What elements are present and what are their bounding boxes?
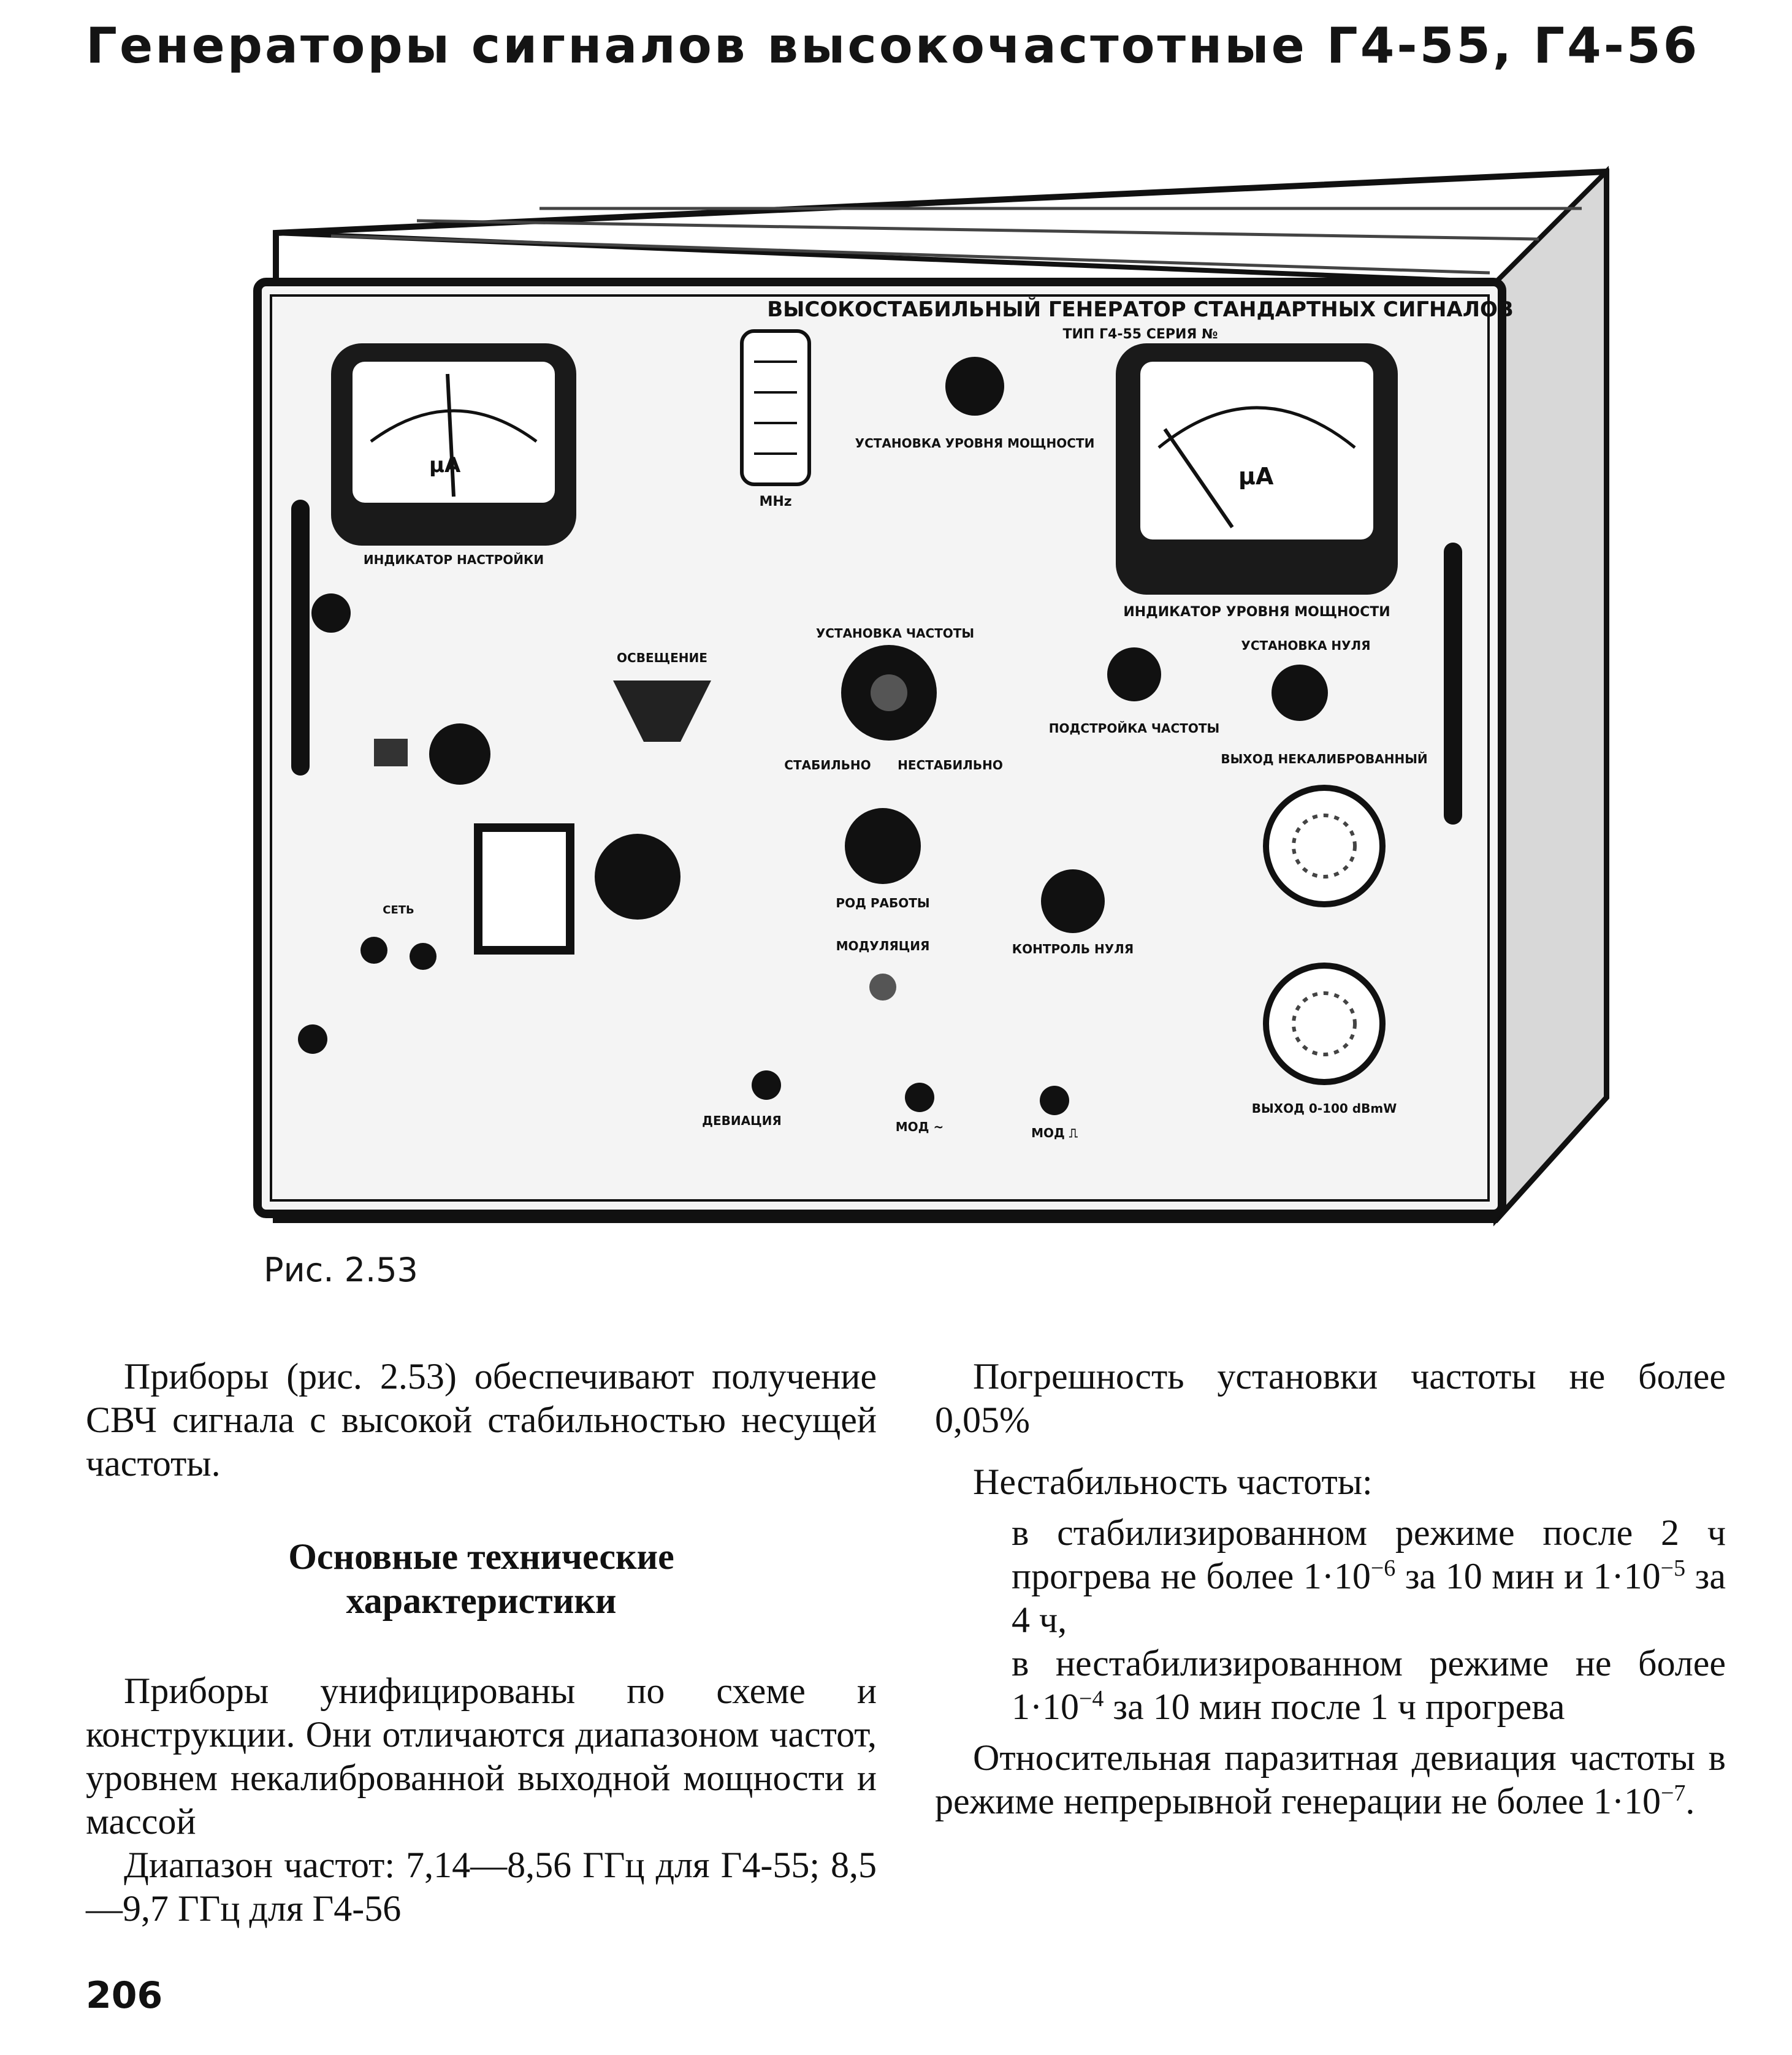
figure-caption: Рис. 2.53	[264, 1251, 418, 1289]
illumination-scale	[613, 681, 711, 742]
range-knob	[429, 723, 490, 785]
panel-header-label: ВЫСОКОСТАБИЛЬНЫЙ ГЕНЕРАТОР СТАНДАРТНЫХ С…	[767, 297, 1514, 322]
tuning-indicator-label: ИНДИКАТОР НАСТРОЙКИ	[364, 552, 544, 567]
unstabilized-mode-item: в нестабилизированном режиме не более 1·…	[1012, 1643, 1726, 1727]
output-label: ВЫХОД 0-100 dBmW	[1252, 1101, 1397, 1116]
power-switch	[410, 943, 437, 970]
deviation-paragraph: Относительная паразитная девиация частот…	[935, 1737, 1726, 1821]
mod-sine-label: МОД ~	[896, 1119, 944, 1134]
zero-control-label: КОНТРОЛЬ НУЛЯ	[1012, 942, 1134, 956]
power-label: СЕТЬ	[383, 904, 414, 917]
scale-knob	[595, 834, 681, 920]
tuning-meter-face	[353, 362, 555, 503]
unstable-label: НЕСТАБИЛЬНО	[898, 758, 1003, 772]
output-dial	[1263, 963, 1386, 1085]
intro-paragraph: Приборы (рис. 2.53) обеспечивают получен…	[86, 1356, 877, 1484]
stable-label: СТАБИЛЬНО	[784, 758, 871, 772]
tuning-meter-needle	[446, 373, 456, 497]
modulation-type-label: РОД РАБОТЫ	[836, 896, 929, 910]
section-heading-line2: характеристики	[346, 1580, 617, 1621]
generator-illustration: ВЫСОКОСТАБИЛЬНЫЙ ГЕНЕРАТОР СТАНДАРТНЫХ С…	[253, 166, 1609, 1227]
frequency-range-paragraph: Диапазон частот: 7,14—8,56 ГГц для Г4-55…	[86, 1845, 877, 1929]
power-level-knob	[945, 357, 1004, 416]
frequency-set-label: УСТАНОВКА ЧАСТОТЫ	[816, 626, 974, 641]
instrument-photo: ВЫСОКОСТАБИЛЬНЫЙ ГЕНЕРАТОР СТАНДАРТНЫХ С…	[233, 166, 1661, 1232]
zero-set-knob	[1272, 665, 1328, 721]
cabinet-side	[1493, 166, 1609, 1227]
power-meter-unit: μA	[1238, 463, 1274, 490]
uncalibrated-output-label: ВЫХОД НЕКАЛИБРОВАННЫЙ	[1221, 752, 1427, 766]
power-level-indicator-label: ИНДИКАТОР УРОВНЯ МОЩНОСТИ	[1123, 604, 1390, 620]
uncalibrated-output-dial	[1263, 785, 1386, 907]
frequency-scale-window	[740, 329, 811, 486]
modulation-type-selector	[845, 808, 921, 884]
ground-terminal	[298, 1024, 327, 1054]
mod-sine-jack	[905, 1083, 934, 1112]
right-column: Погрешность установки частоты не более 0…	[935, 1355, 1726, 1823]
zero-control-knob	[1041, 869, 1105, 933]
unified-paragraph: Приборы унифицированы по схеме и констру…	[86, 1671, 877, 1842]
power-meter-needle	[1163, 428, 1234, 528]
section-heading: Основные технические характеристики	[86, 1535, 877, 1623]
section-heading-line1: Основные технические	[288, 1536, 674, 1577]
tuning-meter-unit: μA	[429, 453, 461, 478]
illumination-label: ОСВЕЩЕНИЕ	[617, 650, 707, 665]
modulation-toggle	[869, 974, 896, 1001]
fine-tuning-knob	[1107, 647, 1161, 701]
tuning-indicator-button	[311, 593, 351, 633]
stabilized-mode-item: в стабилизированном режиме после 2 ч про…	[1012, 1512, 1726, 1640]
instability-title: Нестабильность частоты:	[973, 1462, 1373, 1502]
deviation-label: ДЕВИАЦИЯ	[702, 1113, 782, 1128]
scale-window	[474, 823, 574, 955]
panel-type-label: ТИП Г4-55 СЕРИЯ №	[1063, 327, 1218, 342]
page-number: 206	[86, 1974, 163, 2017]
mod-pulse-label: МОД ⎍	[1031, 1126, 1078, 1140]
frequency-scale-unit: MHz	[759, 494, 791, 509]
fine-tuning-label: ПОДСТРОЙКА ЧАСТОТЫ	[1049, 721, 1219, 736]
accuracy-paragraph: Погрешность установки частоты не более 0…	[935, 1356, 1726, 1440]
mod-pulse-jack	[1040, 1086, 1069, 1115]
left-column: Приборы (рис. 2.53) обеспечивают получен…	[86, 1355, 877, 1931]
power-level-set-label: УСТАНОВКА УРОВНЯ МОЩНОСТИ	[855, 436, 1095, 451]
page-title: Генераторы сигналов высокочастотные Г4-5…	[86, 17, 1700, 74]
modulation-label: МОДУЛЯЦИЯ	[836, 939, 930, 953]
zero-set-label: УСТАНОВКА НУЛЯ	[1241, 638, 1370, 653]
power-lamp	[360, 937, 387, 964]
power-meter-face	[1140, 362, 1373, 539]
deviation-jack	[752, 1070, 781, 1100]
range-switch	[374, 739, 408, 766]
